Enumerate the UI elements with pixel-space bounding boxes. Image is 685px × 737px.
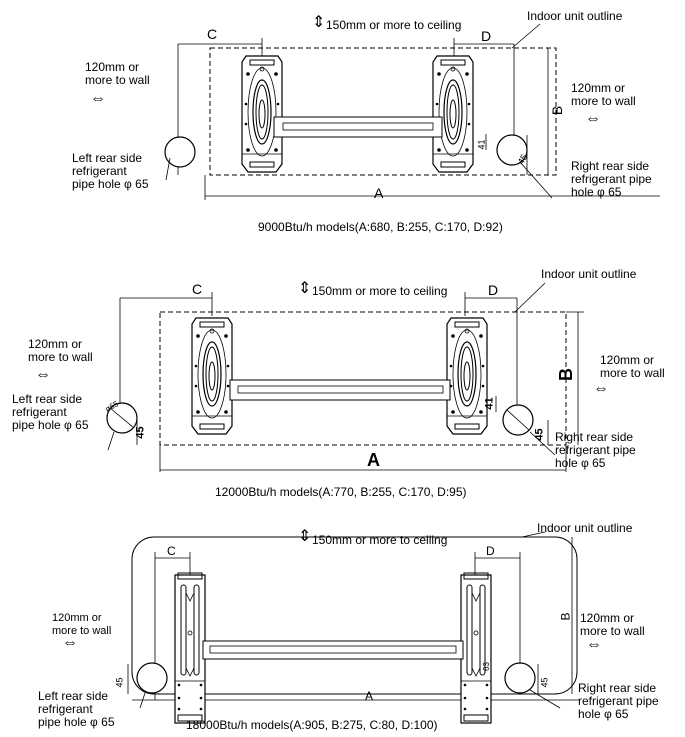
dim-41-label: 41: [476, 139, 487, 150]
left-wall-clearance-label: 120mm or more to wall: [52, 612, 112, 637]
mounting-bracket-left: [174, 572, 206, 724]
left-wall-clearance-label: 120mm or more to wall: [85, 60, 150, 87]
dim-45-label: 45: [533, 428, 546, 441]
dim-45-label: 45: [114, 677, 125, 688]
ceiling-clearance-label: 150mm or more to ceiling: [312, 533, 448, 547]
right-wall-clearance-label: 120mm or more to wall: [571, 81, 636, 108]
mounting-bracket-right: [446, 317, 488, 435]
diagram-2: [106, 282, 584, 472]
dim-c-label: C: [207, 26, 218, 42]
right-pipe-hole-label: Right rear side refrigerant pipe hole φ …: [578, 681, 659, 721]
indoor-unit-outline: [209, 47, 557, 176]
up-down-arrow-icon: ⇕: [312, 14, 326, 31]
diagram-caption: 18000Btu/h models(A:905, B:275, C:80, D:…: [186, 718, 438, 732]
diagram-3: [127, 531, 580, 724]
diagram-caption: 9000Btu/h models(A:680, B:255, C:170, D:…: [258, 220, 503, 234]
dim-b-label: B: [556, 368, 576, 381]
left-wall-clearance-label: 120mm or more to wall: [28, 337, 93, 364]
dim-d-label: D: [481, 28, 492, 44]
dim-a-label: A: [367, 450, 380, 470]
ceiling-clearance-label: 150mm or more to ceiling: [326, 18, 462, 32]
left-pipe-hole: [136, 662, 168, 694]
mounting-bracket-right: [432, 55, 474, 173]
indoor-unit-outline: [159, 311, 567, 446]
outline-leader: [521, 531, 546, 538]
outline-label: Indoor unit outline: [537, 521, 633, 535]
mounting-bracket-left: [241, 55, 283, 173]
dim-d-label: D: [486, 544, 495, 558]
mounting-bracket-right: [460, 572, 492, 724]
dim-45-label: 45: [134, 426, 147, 439]
left-pipe-hole-label: Left rear side refrigerant pipe hole φ 6…: [12, 392, 89, 432]
diagram-1: [164, 23, 660, 200]
outline-leader: [511, 23, 541, 49]
diagram-caption: 12000Btu/h models(A:770, B:255, C:170, D…: [215, 485, 467, 499]
dim-c-label: C: [192, 281, 203, 297]
right-pipe-hole-label: Right rear side refrigerant pipe hole φ …: [555, 430, 636, 470]
left-right-arrow-icon: ⇔: [586, 636, 602, 653]
left-right-arrow-icon: ⇔: [585, 110, 601, 127]
left-pipe-hole: [164, 136, 196, 168]
dim-c-label: C: [167, 544, 176, 558]
dim-a-label: A: [365, 689, 374, 703]
right-wall-clearance-label: 120mm or more to wall: [580, 611, 645, 638]
right-pipe-hole: [504, 662, 536, 694]
dim-d-label: D: [488, 282, 499, 298]
right-pipe-hole-label: Right rear side refrigerant pipe hole φ …: [571, 159, 652, 199]
dim-b-label: B: [558, 612, 573, 621]
outline-leader: [514, 282, 546, 313]
dim-63-label: 63: [481, 662, 491, 671]
mounting-bracket-left: [191, 317, 233, 435]
dim-a-label: A: [374, 185, 384, 201]
up-down-arrow-icon: ⇕: [298, 528, 312, 545]
left-pipe-hole-label: Left rear side refrigerant pipe hole φ 6…: [38, 689, 115, 729]
left-pipe-hole-label: Left rear side refrigerant pipe hole φ 6…: [72, 151, 149, 191]
left-right-arrow-icon: ⇔: [90, 90, 106, 107]
dim-b-label: B: [549, 105, 566, 116]
ceiling-clearance-label: 150mm or more to ceiling: [312, 284, 448, 298]
left-right-arrow-icon: ⇔: [35, 366, 51, 383]
indoor-unit-outline: [131, 536, 578, 695]
dim-45-label: 45: [539, 677, 550, 688]
outline-label: Indoor unit outline: [527, 9, 623, 23]
up-down-arrow-icon: ⇕: [298, 280, 312, 297]
left-right-arrow-icon: ⇔: [62, 634, 78, 651]
left-right-arrow-icon: ⇔: [593, 380, 609, 397]
right-wall-clearance-label: 120mm or more to wall: [600, 353, 665, 380]
dim-41-label: 41: [483, 397, 496, 410]
outline-label: Indoor unit outline: [541, 267, 637, 281]
